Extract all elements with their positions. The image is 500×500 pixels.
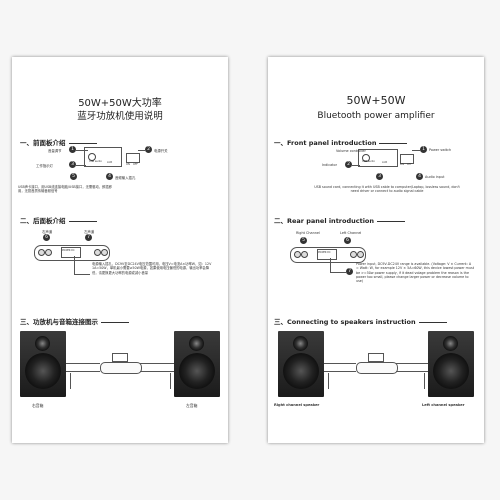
section-front-panel: 一、Front panel introduction [274,137,408,147]
label-right-channel: 右声道 [42,230,53,234]
label-power: 电源开关 [154,149,168,153]
label-volume: 音量调节 [48,149,62,153]
label-audio-input: 音频输入插孔 [115,176,136,180]
amplifier-diagram [100,362,142,374]
callout-6: 6 [344,237,351,244]
page-title-line2: 蓝牙功放机使用说明 [77,111,163,122]
callout-2: 2 [145,146,152,153]
rear-panel-description: Power input, DC9V-DC24V range is availab… [356,262,474,284]
label-left-channel: 左声道 [84,230,95,234]
front-panel-description: USB声卡接口，用USB线连接电脑/USB接口，无需驱动，即插即用，无损音质传输… [18,185,112,194]
amplifier-diagram [356,362,398,374]
front-panel-diagram [358,149,398,167]
callout-4: 4 [106,173,113,180]
usb-mark: USB audio [89,160,102,163]
label-right-channel: Right Channel [296,231,320,235]
on-mark: ON [400,163,404,166]
callout-7: 7 [85,234,92,241]
left-speaker-label: Left channel speaker [422,403,465,407]
section-speaker-connection: 三、功放机与音箱连接图示 [20,316,129,326]
rear-power-socket [317,249,337,260]
volume-knob [88,153,96,161]
label-power: Power switch [429,148,452,152]
english-manual-page: 50W+50W Bluetooth power amplifier 一、Fron… [268,57,484,443]
callout-4: 4 [416,173,423,180]
volume-knob [362,154,370,162]
chinese-manual-page: 50W+50W大功率 蓝牙功放机使用说明 一、前面板介绍 USB audio O… [12,57,228,443]
rear-panel-description: 电源输入插孔，DC9V至DC24V电压范围可用，电压V=电流A×功率W，如：12… [92,262,212,275]
callout-6: 6 [43,234,50,241]
front-panel-switch [400,154,414,164]
label-volume: Volume controller [336,149,366,153]
callout-7: 7 [346,268,353,275]
callout-3: 3 [376,173,383,180]
label-audio-input: Audio input [425,175,445,179]
off-mark: OFF [407,163,412,166]
callout-5: 5 [70,173,77,180]
rear-power-mark: POWER DC [62,249,75,252]
callout-5: 5 [300,237,307,244]
section-rear-panel: 二、Rear panel introduction [274,215,406,225]
usb-mark: USB audio [362,160,375,163]
front-panel-diagram [84,147,122,167]
callout-3: 3 [69,161,76,168]
label-indicator: 工作指示灯 [36,164,53,168]
page-title-line2: Bluetooth power amplifier [317,111,435,121]
front-panel-switch [126,153,140,163]
off-mark: OFF [133,163,138,166]
aux-mark: AUX [107,161,113,164]
callout-2: 2 [345,161,352,168]
page-title-line1: 50W+50W [346,94,406,107]
right-speaker-label: 右音箱 [32,403,44,408]
right-speaker-label: Right channel speaker [274,403,320,407]
left-speaker-label: 左音箱 [186,403,198,408]
callout-1: 1 [420,146,427,153]
section-speaker-connection: 三、Connecting to speakers instruction [274,316,447,326]
label-left-channel: Left Channel [340,231,362,235]
aux-mark: AUX [382,161,388,164]
rear-power-socket [61,247,81,258]
label-indicator: Indicator [322,163,337,167]
front-panel-description: USB sound card, connecting it with USB c… [314,185,460,194]
section-rear-panel: 二、后面板介绍 [20,215,97,225]
page-title-line1: 50W+50W大功率 [78,98,162,109]
section-front-panel: 一、前面板介绍 [20,137,97,147]
callout-1: 1 [69,146,76,153]
on-mark: ON [126,163,130,166]
rear-power-mark: POWER DC [318,251,331,254]
